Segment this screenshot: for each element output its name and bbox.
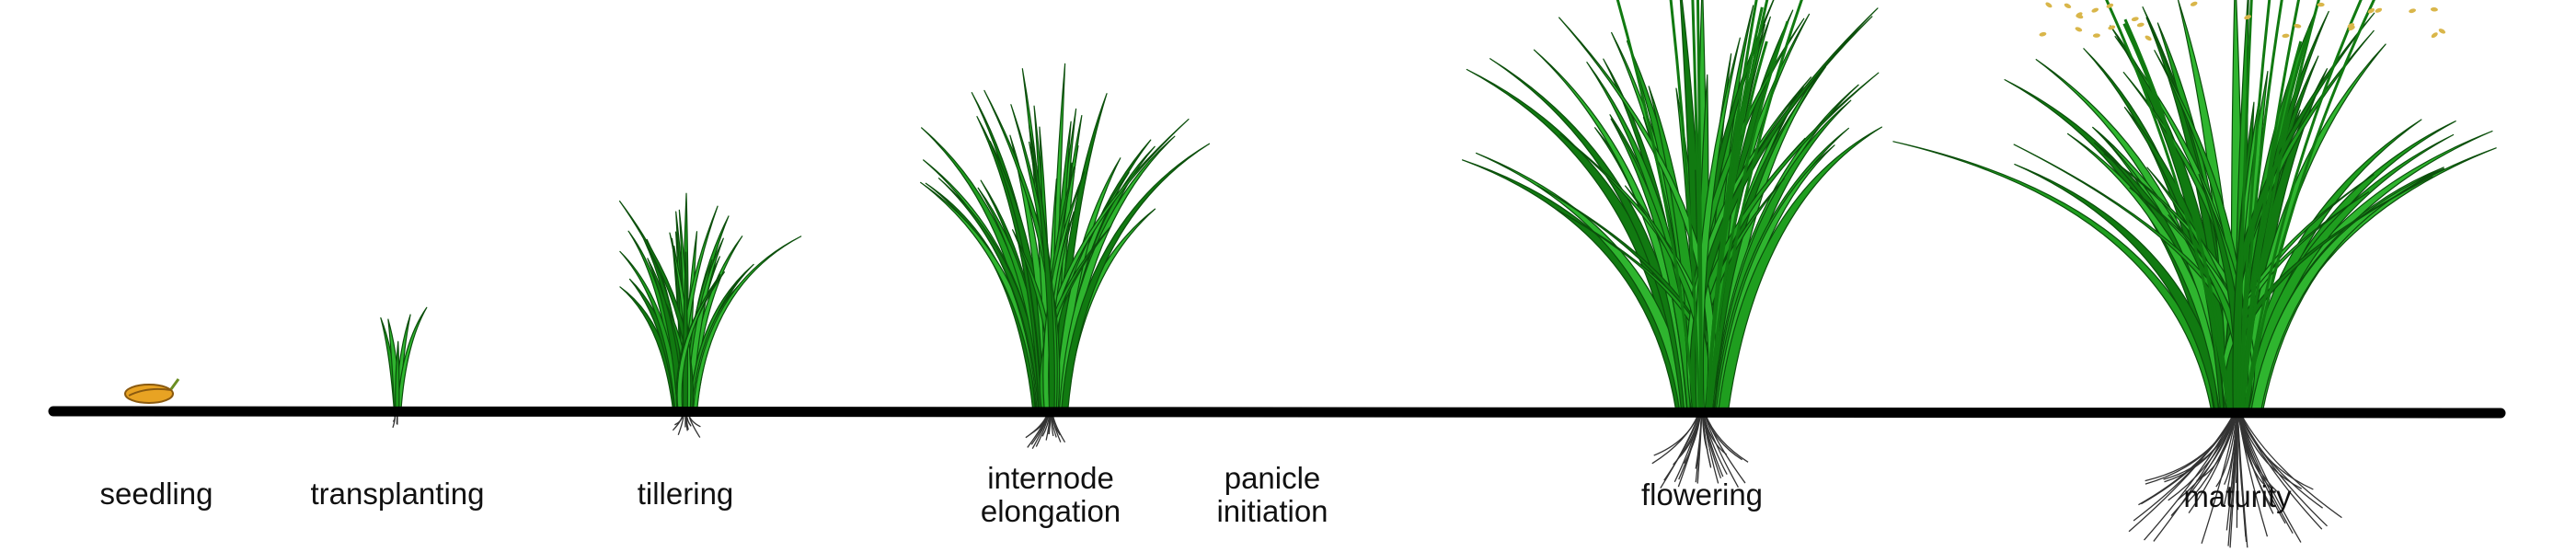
plant-tillering xyxy=(618,192,802,411)
maturity-grains xyxy=(2039,1,2446,41)
seed-grain-icon xyxy=(124,378,180,404)
label-panicle-line2: initiation xyxy=(1216,494,1328,528)
roots-layer xyxy=(392,413,2342,548)
label-seedling: seedling xyxy=(100,477,213,511)
label-internode-line2: elongation xyxy=(980,494,1121,528)
plant-internode-elongation xyxy=(920,63,1211,412)
plant-transplanting xyxy=(380,306,428,411)
label-flowering: flowering xyxy=(1641,478,1763,512)
plant-maturity xyxy=(1892,0,2497,412)
flowering-roots xyxy=(1651,413,1749,489)
ground-line xyxy=(48,406,2506,419)
maturity-roots xyxy=(2128,413,2342,548)
maturity-stems xyxy=(2105,0,2376,411)
tillering-roots xyxy=(672,413,701,438)
label-seedling-text: seedling xyxy=(99,477,213,511)
label-maturity-text: maturity xyxy=(2183,479,2292,513)
label-maturity: maturity xyxy=(2183,480,2291,513)
internode-roots xyxy=(1025,413,1066,450)
flowering-stems xyxy=(1616,0,1803,411)
label-tillering-text: tillering xyxy=(637,477,734,511)
label-transplanting: transplanting xyxy=(311,477,485,511)
label-panicle-initiation: panicle initiation xyxy=(1216,462,1328,528)
label-panicle-line1: panicle xyxy=(1224,461,1321,495)
label-flowering-text: flowering xyxy=(1640,477,1764,512)
label-transplanting-text: transplanting xyxy=(310,477,485,511)
plants-layer xyxy=(380,0,2497,412)
label-internode-elongation: internode elongation xyxy=(981,462,1121,528)
plant-flowering xyxy=(1461,0,1882,412)
label-tillering: tillering xyxy=(638,477,734,511)
label-internode-line1: internode xyxy=(987,461,1114,495)
